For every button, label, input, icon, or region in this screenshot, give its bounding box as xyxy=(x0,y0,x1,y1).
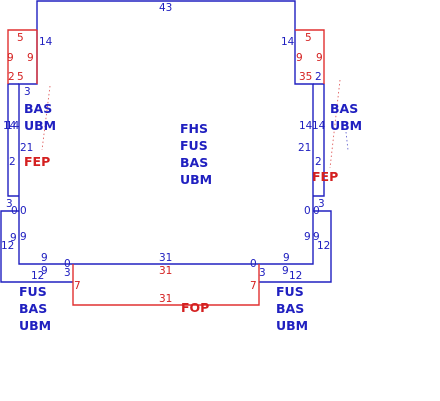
dim-right-9d: 9 xyxy=(313,231,320,243)
dim-right-12: 12 xyxy=(317,240,330,252)
dim-left-9a: 9 xyxy=(7,52,14,64)
dim-left-3b: 3 xyxy=(6,198,13,210)
left-label-bas: BAS xyxy=(24,101,52,116)
left-fep-leader xyxy=(41,85,51,151)
dim-right-14b: 14 xyxy=(312,120,326,132)
bottom-left-label-fus: FUS xyxy=(19,284,47,299)
dim-left-2: 2 xyxy=(8,71,15,83)
dim-right-35: 35 xyxy=(299,71,312,83)
left-label-fep: FEP xyxy=(24,154,50,169)
right-flap-outline xyxy=(295,29,325,84)
dim-bottom-31r: 31 xyxy=(159,265,172,277)
dim-right-9e: 9 xyxy=(283,252,290,264)
dim-right-9b: 9 xyxy=(316,52,323,64)
dim-left-9c: 9 xyxy=(10,232,17,244)
dim-right-21: 21 xyxy=(298,142,311,154)
right-label-ubm: UBM xyxy=(330,118,362,133)
right-ubm-leader xyxy=(345,131,349,151)
dim-right-14: 14 xyxy=(281,36,295,48)
dim-bottom-0: 0 xyxy=(64,258,71,270)
dim-bottom-0r: 0 xyxy=(250,258,257,270)
dim-left-5b: 5 xyxy=(17,71,24,83)
bottom-right-label-bas: BAS xyxy=(276,301,304,316)
dim-right-2b: 2 xyxy=(315,156,322,168)
dim-left-14a: 14 xyxy=(3,120,17,132)
dim-top: 43 xyxy=(159,2,172,14)
left-lower-panel-outline xyxy=(0,210,73,283)
dim-left-3: 3 xyxy=(24,86,31,98)
bottom-right-label-ubm: UBM xyxy=(276,318,308,333)
dim-left-0a: 0 xyxy=(11,205,18,217)
dim-right-5: 5 xyxy=(305,32,312,44)
dim-right-3b: 3 xyxy=(318,198,325,210)
right-label-fep: FEP xyxy=(312,169,338,184)
dim-right-0a: 0 xyxy=(304,205,311,217)
dim-bottom-7: 7 xyxy=(74,280,81,292)
dim-bottom-31b: 31 xyxy=(159,293,172,305)
left-label-ubm: UBM xyxy=(24,118,56,133)
right-label-bas: BAS xyxy=(330,101,358,116)
main-body-outline xyxy=(18,0,314,265)
left-side-panel-outline xyxy=(7,83,19,197)
fop-outline xyxy=(72,264,260,306)
dim-right-2: 2 xyxy=(315,71,322,83)
dim-bottom-3r: 3 xyxy=(259,267,266,279)
dim-right-0b: 0 xyxy=(313,205,320,217)
dim-left-12b: 12 xyxy=(31,270,44,282)
dim-left-9b: 9 xyxy=(27,52,34,64)
dim-bottom-3: 3 xyxy=(64,267,71,279)
bottom-right-label-fus: FUS xyxy=(276,284,304,299)
dim-left-9f: 9 xyxy=(41,265,48,277)
dim-right-12b: 12 xyxy=(289,270,302,282)
dim-right-14a: 14 xyxy=(299,120,313,132)
dim-bottom-7r: 7 xyxy=(250,280,257,292)
left-flap-outline xyxy=(7,29,37,84)
dim-left-14: 14 xyxy=(39,36,53,48)
right-lower-panel-outline xyxy=(259,210,332,283)
dim-left-2b: 2 xyxy=(9,156,16,168)
dim-left-9e: 9 xyxy=(41,252,48,264)
dim-left-14b: 14 xyxy=(6,120,20,132)
bottom-left-label-bas: BAS xyxy=(19,301,47,316)
dim-right-9f: 9 xyxy=(282,265,289,277)
dim-left-12: 12 xyxy=(1,240,14,252)
center-label-fus: FUS xyxy=(180,138,208,153)
dim-left-9d: 9 xyxy=(20,231,27,243)
dim-left-5: 5 xyxy=(17,32,24,44)
dim-left-0b: 0 xyxy=(20,205,27,217)
fop-label: FOP xyxy=(181,300,209,315)
dim-right-9a: 9 xyxy=(296,52,303,64)
center-label-fhs: FHS xyxy=(180,121,208,136)
center-label-bas: BAS xyxy=(180,155,208,170)
dim-left-21: 21 xyxy=(20,142,33,154)
right-side-panel-outline xyxy=(313,83,325,197)
dim-bottom-31: 31 xyxy=(159,252,172,264)
center-label-ubm: UBM xyxy=(180,172,212,187)
bottom-left-label-ubm: UBM xyxy=(19,318,51,333)
right-fep-leader xyxy=(329,79,341,169)
dim-right-9c: 9 xyxy=(304,231,311,243)
